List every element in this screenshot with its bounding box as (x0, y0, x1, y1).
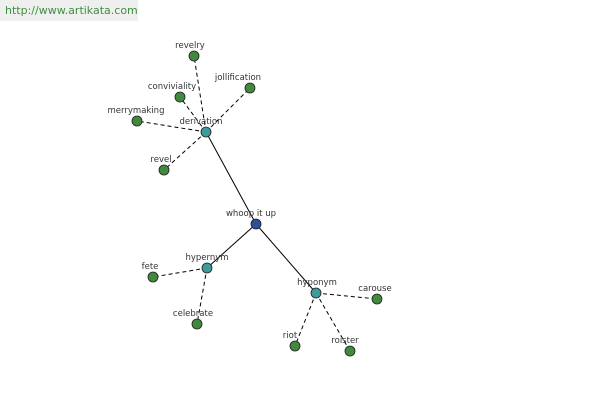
edge-whoop-it-up-to-hypernym (206, 223, 257, 269)
edge-derivation-to-merrymaking (136, 120, 207, 133)
nodes-layer: whoop it up derivation hypernym hyponym reve… (108, 41, 392, 357)
node-dot-revel[interactable] (158, 164, 170, 176)
node-revelry[interactable]: revelry (175, 41, 205, 62)
node-label-celebrate[interactable]: celebrate (173, 309, 213, 319)
edge-hyponym-to-riot (294, 292, 317, 347)
edge-hypernym-to-celebrate (196, 267, 208, 325)
edge-derivation-to-jollification (205, 87, 251, 133)
site-url-link[interactable]: http://www.artikata.com (5, 4, 138, 17)
edge-derivation-to-revel (163, 131, 207, 171)
edge-hyponym-to-roister (315, 292, 351, 352)
node-label-whoop-it-up[interactable]: whoop it up (226, 209, 276, 219)
node-label-jollification[interactable]: jollification (214, 73, 261, 83)
node-dot-riot[interactable] (289, 340, 301, 352)
node-label-carouse[interactable]: carouse (358, 284, 391, 294)
node-label-derivation[interactable]: derivation (179, 117, 222, 127)
node-revel[interactable]: revel (150, 155, 172, 176)
node-dot-jollification[interactable] (244, 82, 256, 94)
node-merrymaking[interactable]: merrymaking (108, 106, 165, 127)
node-dot-hyponym[interactable] (310, 287, 322, 299)
node-roister[interactable]: roister (331, 336, 359, 357)
node-dot-celebrate[interactable] (191, 318, 203, 330)
site-url-banner[interactable]: http://www.artikata.com (0, 0, 138, 21)
edge-whoop-it-up-to-hyponym (255, 223, 317, 294)
node-label-merrymaking[interactable]: merrymaking (108, 106, 165, 116)
node-label-riot[interactable]: riot (283, 331, 298, 341)
node-dot-carouse[interactable] (371, 293, 383, 305)
node-carouse[interactable]: carouse (358, 284, 392, 305)
node-label-hyponym[interactable]: hyponym (297, 278, 337, 288)
edge-hyponym-to-carouse (315, 292, 378, 300)
node-dot-merrymaking[interactable] (131, 115, 143, 127)
node-label-conviviality[interactable]: conviviality (148, 82, 196, 92)
node-conviviality[interactable]: conviviality (148, 82, 196, 103)
node-label-revel[interactable]: revel (150, 155, 171, 165)
edge-whoop-it-up-to-derivation (205, 131, 257, 225)
node-jollification[interactable]: jollification (214, 73, 261, 94)
node-dot-derivation[interactable] (200, 126, 212, 138)
node-dot-revelry[interactable] (188, 50, 200, 62)
node-celebrate[interactable]: celebrate (173, 309, 213, 330)
node-fete[interactable]: fete (142, 262, 159, 283)
node-riot[interactable]: riot (283, 331, 301, 352)
node-label-roister[interactable]: roister (331, 336, 359, 346)
node-hypernym[interactable]: hypernym (185, 253, 229, 274)
node-label-revelry[interactable]: revelry (175, 41, 205, 51)
node-dot-hypernym[interactable] (201, 262, 213, 274)
edge-derivation-to-conviviality (179, 96, 207, 133)
node-hyponym[interactable]: hyponym (297, 278, 337, 299)
node-label-fete[interactable]: fete (142, 262, 159, 272)
node-whoop-it-up[interactable]: whoop it up (226, 209, 276, 230)
node-dot-fete[interactable] (147, 271, 159, 283)
edges-layer (136, 55, 378, 352)
edge-derivation-to-revelry (193, 55, 207, 133)
edge-hypernym-to-fete (152, 267, 208, 278)
node-derivation[interactable]: derivation (179, 117, 223, 138)
node-dot-roister[interactable] (344, 345, 356, 357)
node-dot-whoop-it-up[interactable] (250, 218, 262, 230)
node-label-hypernym[interactable]: hypernym (185, 253, 228, 263)
node-dot-conviviality[interactable] (174, 91, 186, 103)
